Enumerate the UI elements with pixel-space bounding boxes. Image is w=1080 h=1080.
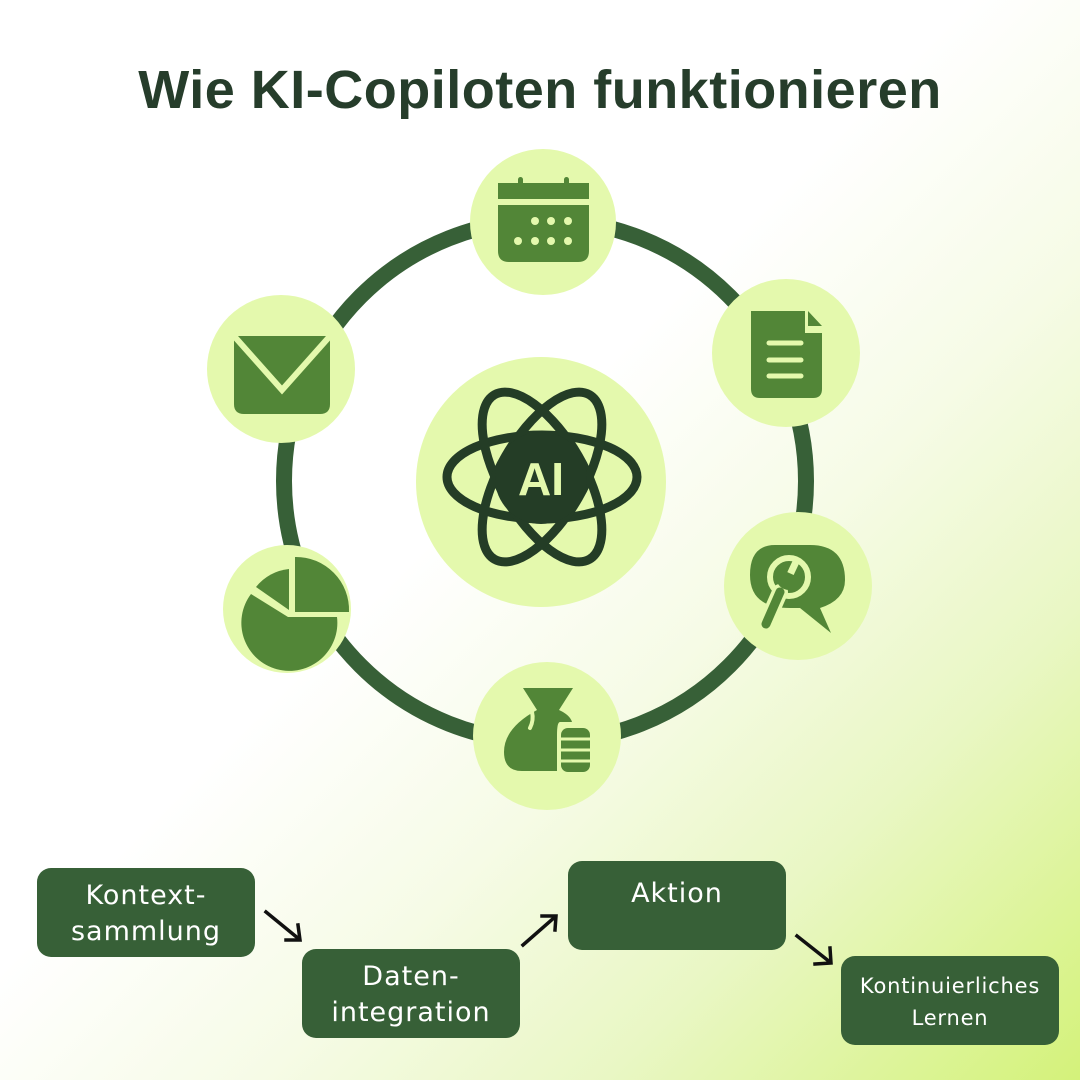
money-bag-coins-icon: [504, 688, 593, 775]
satellite-calendar: [470, 149, 616, 295]
process-step-data-integration: Daten- integration: [302, 949, 520, 1038]
ai-hub: AI: [416, 357, 666, 607]
satellite-document: [712, 279, 860, 427]
process-arrows: [263, 909, 833, 966]
step-label-line: Kontinuierliches: [859, 974, 1041, 998]
mail-icon: [231, 334, 333, 414]
step-label-line: integration: [331, 997, 491, 1028]
pie-chart-icon: [241, 556, 350, 671]
ai-label: AI: [518, 453, 564, 505]
process-step-continuous-learning: Kontinuierliches Lernen: [841, 956, 1059, 1045]
step-label-line: Daten-: [362, 961, 460, 992]
arrow-step1-to-step2: [263, 909, 302, 942]
step-label-line: sammlung: [70, 916, 222, 947]
satellite-finance: [473, 662, 621, 810]
wrench-chat-icon: [750, 545, 845, 633]
arrow-step3-to-step4: [794, 933, 833, 966]
page-title: Wie KI-Copiloten funktionieren: [138, 60, 942, 120]
step-label-line: Aktion: [631, 878, 723, 909]
satellite-mail: [207, 295, 355, 443]
satellite-analytics: [223, 545, 351, 673]
calendar-icon: [498, 177, 589, 262]
process-step-context-collection: Kontext- sammlung: [37, 868, 255, 957]
arrow-step2-to-step3: [520, 914, 558, 948]
step-label-line: Kontext-: [85, 880, 207, 911]
step-label-line: Lernen: [911, 1006, 989, 1030]
document-icon: [751, 311, 822, 398]
satellite-support: [724, 512, 872, 660]
process-step-action: Aktion: [568, 861, 786, 950]
